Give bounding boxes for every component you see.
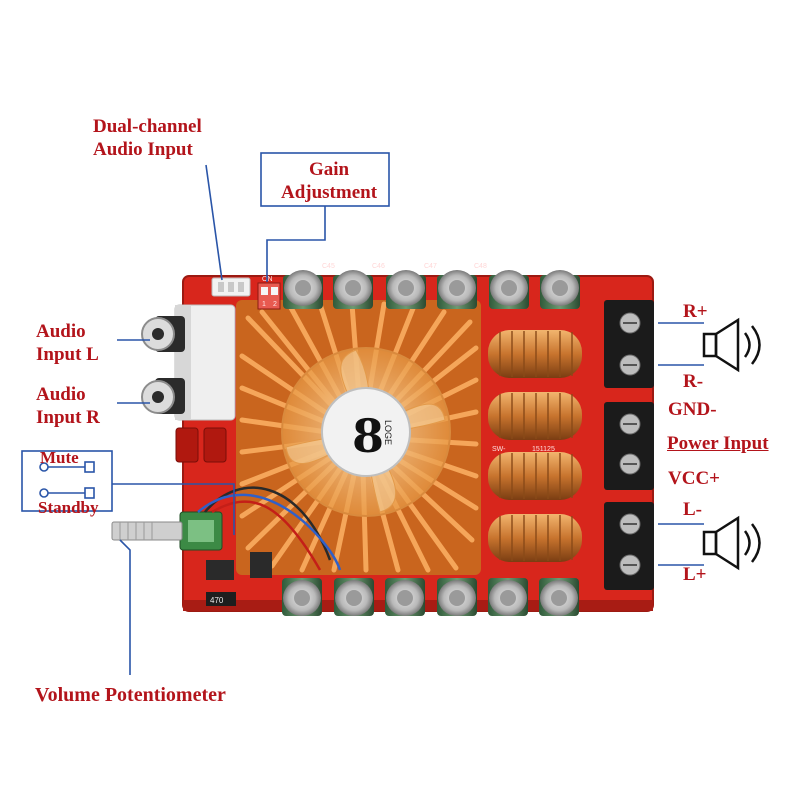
switch-number: 2 (273, 301, 277, 308)
fan-logo-icon: 8 (352, 409, 384, 463)
audio-input-header (211, 277, 251, 297)
cap-code: C46 (372, 263, 385, 270)
capacitor-row-bottom (282, 578, 579, 616)
power-input-label: Power Input (667, 433, 769, 454)
gain-adjustment-label: Gain Adjustment (270, 158, 388, 204)
potentiometer-wires (197, 486, 342, 571)
inductor-coils: SW- 151125 (488, 330, 582, 562)
gnd-minus-label: GND- (668, 399, 717, 420)
volume-potentiometer-part: 470 (111, 511, 272, 606)
audio-input-l-label: Audio Input L (36, 320, 99, 366)
speaker-icon (702, 317, 761, 373)
fan-hub (321, 387, 411, 477)
chip-marking: SW- (492, 446, 506, 453)
label-line: Dual-channel (93, 116, 202, 137)
mute-label: Mute (40, 448, 79, 467)
label-line: Gain (308, 159, 350, 180)
r-minus-label: R- (683, 371, 704, 392)
dual-channel-input-label: Dual-channel Audio Input (93, 115, 202, 161)
label-line: Input R (36, 407, 100, 428)
inductor-coil (488, 330, 582, 378)
rca-jack-right (141, 378, 185, 414)
standby-label: Standby (38, 498, 99, 517)
switch-number: 1 (262, 301, 266, 308)
smd-marking: 470 (210, 596, 224, 605)
inductor-coil (488, 452, 582, 500)
label-line: Audio (36, 384, 86, 405)
r-plus-label: R+ (683, 301, 708, 322)
mute-switch-symbol (39, 461, 95, 473)
chip-date: 151125 (532, 446, 555, 453)
label-line: Audio (36, 321, 86, 342)
volume-potentiometer-label: Volume Potentiometer (35, 684, 226, 706)
label-line: Audio Input (93, 139, 193, 160)
l-plus-label: L+ (683, 564, 707, 585)
audio-input-r-label: Audio Input R (36, 383, 100, 429)
label-line: Adjustment (280, 182, 378, 203)
fan-brand: LOGE (383, 420, 393, 445)
rca-jack-left (141, 316, 185, 352)
terminal-blocks (604, 300, 654, 590)
cooling-fan: 8 LOGE (281, 347, 451, 517)
cap-code: C48 (474, 263, 487, 270)
label-line: Input L (36, 344, 99, 365)
callout-lines (21, 152, 704, 675)
red-capacitor-blocks (175, 427, 227, 463)
cap-code: C47 (424, 263, 437, 270)
standby-switch-symbol (39, 487, 95, 499)
inductor-coil (488, 392, 582, 440)
capacitor-row-top: C45 C46 C47 C48 (283, 263, 580, 309)
speaker-icon (702, 515, 761, 571)
inductor-coil (488, 514, 582, 562)
vcc-plus-label: VCC+ (668, 468, 720, 489)
l-minus-label: L- (683, 499, 702, 520)
cap-code: C45 (322, 263, 335, 270)
